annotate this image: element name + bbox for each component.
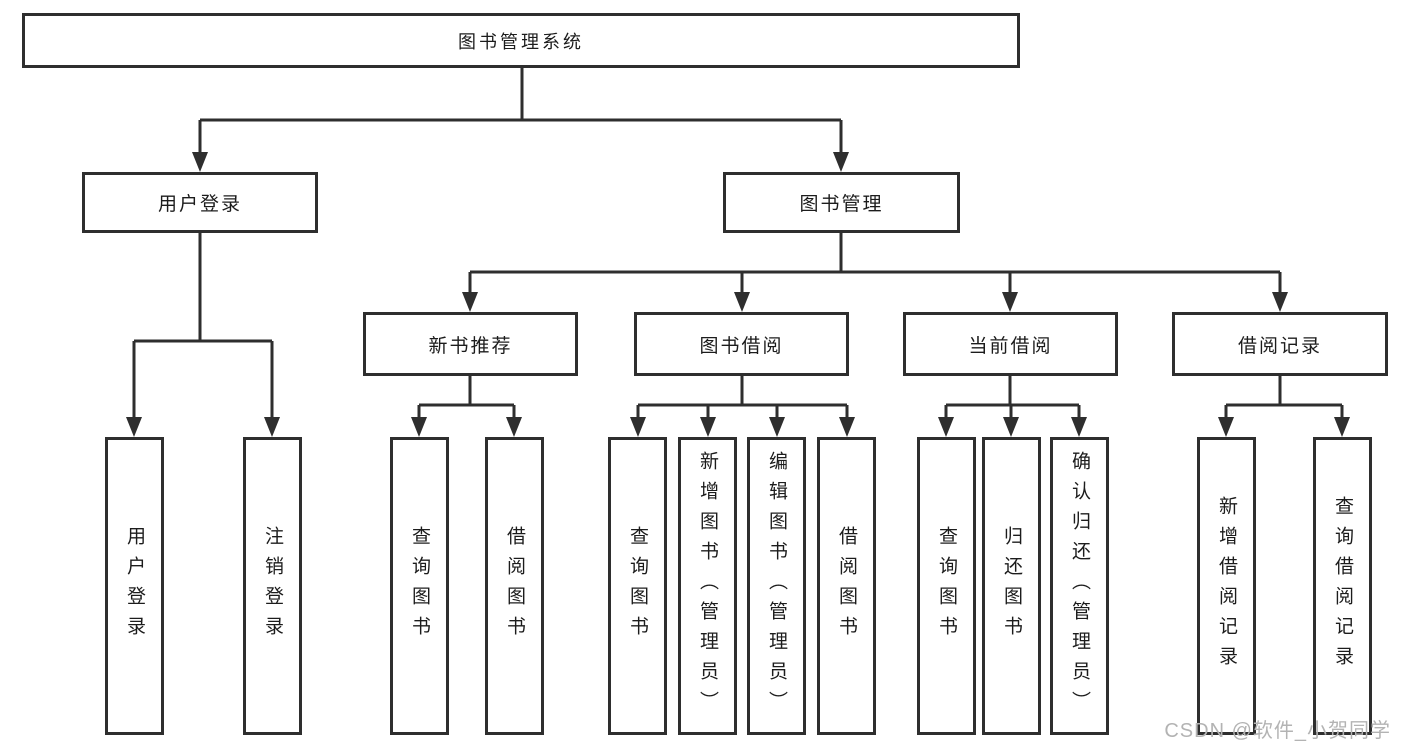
leaf-cb-query-books-label: 查询图书 — [936, 526, 957, 646]
node-new-book-recommend-label: 新书推荐 — [428, 335, 513, 357]
node-book-borrow-label: 图书借阅 — [699, 335, 784, 357]
node-current-borrow: 当前借阅 — [903, 312, 1118, 376]
leaf-bb-query-books: 查询图书 — [608, 437, 667, 735]
leaf-cb-query-books: 查询图书 — [917, 437, 976, 735]
leaf-cb-confirm-return-admin: 确认归还（管理员） — [1050, 437, 1109, 735]
leaf-user-login: 用户登录 — [105, 437, 164, 735]
arrowheads — [126, 152, 1350, 437]
leaf-bb-add-books-admin-label: 新增图书（管理员） — [697, 451, 718, 721]
leaf-cb-return-books: 归还图书 — [982, 437, 1041, 735]
node-book-management-label: 图书管理 — [799, 194, 884, 215]
leaf-cb-confirm-return-admin-label: 确认归还（管理员） — [1069, 451, 1090, 721]
leaf-bb-edit-books-admin-label: 编辑图书（管理员） — [766, 451, 787, 721]
node-new-book-recommend: 新书推荐 — [363, 312, 578, 376]
leaf-nb-query-books: 查询图书 — [390, 437, 449, 735]
leaf-nb-borrow-books: 借阅图书 — [485, 437, 544, 735]
leaf-bb-borrow-books-label: 借阅图书 — [836, 526, 857, 646]
leaf-br-query-record: 查询借阅记录 — [1313, 437, 1372, 735]
node-borrow-records: 借阅记录 — [1172, 312, 1388, 376]
node-user-login: 用户登录 — [82, 172, 318, 233]
node-book-borrow: 图书借阅 — [634, 312, 849, 376]
leaf-br-query-record-label: 查询借阅记录 — [1332, 496, 1353, 676]
leaf-logout-label: 注销登录 — [262, 526, 283, 646]
node-current-borrow-label: 当前借阅 — [968, 335, 1053, 357]
leaf-br-add-record: 新增借阅记录 — [1197, 437, 1256, 735]
leaf-user-login-label: 用户登录 — [124, 526, 145, 646]
node-user-login-label: 用户登录 — [157, 194, 242, 215]
node-borrow-records-label: 借阅记录 — [1237, 335, 1322, 357]
leaf-cb-return-books-label: 归还图书 — [1001, 526, 1022, 646]
leaf-nb-query-books-label: 查询图书 — [409, 526, 430, 646]
leaf-bb-edit-books-admin: 编辑图书（管理员） — [747, 437, 806, 735]
leaf-br-add-record-label: 新增借阅记录 — [1216, 496, 1237, 676]
leaf-bb-query-books-label: 查询图书 — [627, 526, 648, 646]
leaf-bb-borrow-books: 借阅图书 — [817, 437, 876, 735]
leaf-nb-borrow-books-label: 借阅图书 — [504, 526, 525, 646]
node-root-label: 图书管理系统 — [458, 31, 584, 52]
node-book-management: 图书管理 — [723, 172, 960, 233]
leaf-logout: 注销登录 — [243, 437, 302, 735]
leaf-bb-add-books-admin: 新增图书（管理员） — [678, 437, 737, 735]
watermark: CSDN @软件_小贺同学 — [1164, 720, 1391, 742]
node-root: 图书管理系统 — [22, 13, 1020, 68]
